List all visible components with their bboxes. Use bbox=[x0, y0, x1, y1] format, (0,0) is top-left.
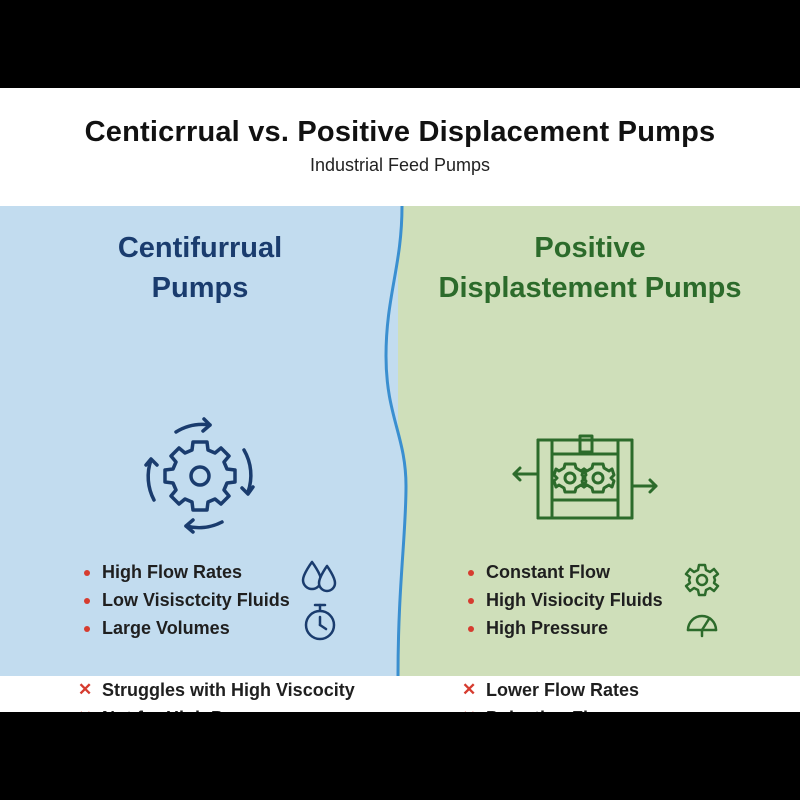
page-subtitle: Industrial Feed Pumps bbox=[309, 155, 491, 175]
centrifugal-cons-list: ✕ Struggles with High Viscocity ✕ Not for … bbox=[78, 676, 380, 712]
centrifugal-heading-line2: Pumps bbox=[151, 272, 249, 304]
cross-icon: ✕ bbox=[78, 680, 93, 699]
positive-displacement-heading: Positive Displastement Pumps bbox=[420, 228, 760, 308]
list-item: Constant Flow bbox=[468, 558, 678, 586]
positive-displacement-pros-list: Constant Flow High Visiocity Fluids High… bbox=[468, 558, 678, 642]
centrifugal-heading-line1: Centifurrual bbox=[117, 232, 283, 264]
pro-text: Constant Flow bbox=[486, 562, 610, 582]
centrifugal-pros-list: High Flow Rates Low Visisctcity Fluids L… bbox=[84, 558, 290, 642]
bullet-icon bbox=[468, 598, 474, 604]
con-text: Not for High Pressure bbox=[102, 704, 288, 712]
list-item: High Flow Rates bbox=[84, 558, 284, 586]
pro-text: High Visiocity Fluids bbox=[486, 590, 663, 610]
bullet-icon bbox=[84, 626, 90, 632]
cross-icon: ✕ bbox=[462, 680, 477, 699]
list-item: ✕ Lower Flow Rates bbox=[462, 676, 704, 704]
bullet-icon bbox=[84, 570, 90, 576]
pro-text: Low Visisctcity Fluids bbox=[102, 590, 290, 610]
pressure-gauge-icon bbox=[686, 614, 718, 638]
centrifugal-heading: Centifurrual Pumps bbox=[40, 228, 360, 308]
cross-icon: ✕ bbox=[78, 704, 92, 712]
positive-displacement-heading-line2: Displastement Pumps bbox=[438, 272, 742, 304]
stopwatch-icon bbox=[304, 603, 336, 641]
list-item: High Visiocity Fluids bbox=[468, 586, 678, 614]
list-item: Low Visisctcity Fluids bbox=[84, 586, 290, 614]
cross-icon: ✕ bbox=[462, 704, 476, 712]
gear-pump-assembly-icon bbox=[512, 434, 658, 520]
list-item: ✕ Pulsating Flow bbox=[462, 704, 704, 712]
infographic-card: Centicrrual vs. Positive Displacement Pu… bbox=[0, 88, 800, 712]
pro-text: High Flow Rates bbox=[102, 562, 243, 582]
bullet-icon bbox=[468, 626, 474, 632]
wavy-divider bbox=[380, 206, 408, 676]
water-drops-icon bbox=[301, 560, 337, 593]
list-item: ✕ Not for High Pressure bbox=[78, 704, 380, 712]
pro-text: Large Volumes bbox=[102, 618, 230, 638]
page-title: Centicrrual vs. Positive Displacement Pu… bbox=[84, 116, 716, 148]
circular-arrows-gear-icon bbox=[144, 417, 255, 534]
positive-displacement-cons-list: ✕ Lower Flow Rates ✕ Pulsating Flow bbox=[462, 676, 704, 712]
comparison-panels: Centifurrual Pumps High Flow Rates Low V… bbox=[0, 206, 800, 712]
pro-text: High Pressure bbox=[486, 618, 609, 638]
positive-displacement-heading-line1: Positive bbox=[534, 232, 646, 264]
list-item: ✕ Struggles with High Viscocity bbox=[78, 676, 380, 704]
gear-icon bbox=[684, 563, 720, 597]
con-text: Struggles with High Viscocity bbox=[102, 680, 355, 700]
list-item: Large Volumes bbox=[84, 614, 284, 642]
con-text: Lower Flow Rates bbox=[486, 680, 640, 700]
list-item: High Pressure bbox=[468, 614, 678, 642]
con-text: Pulsating Flow bbox=[486, 704, 613, 712]
bullet-icon bbox=[468, 570, 474, 576]
bullet-icon bbox=[84, 598, 90, 604]
